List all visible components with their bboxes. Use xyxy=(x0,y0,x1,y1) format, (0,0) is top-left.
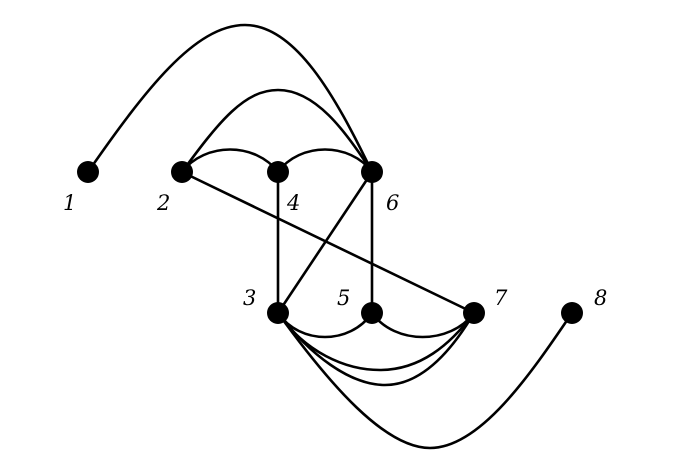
nodes-layer xyxy=(77,161,583,324)
node-label-4: 4 xyxy=(286,191,300,215)
edges-layer xyxy=(86,23,574,450)
edge-2-4 xyxy=(180,148,280,174)
node-label-3: 3 xyxy=(243,286,256,310)
node-label-5: 5 xyxy=(337,286,350,310)
edge-5-7 xyxy=(370,311,476,339)
edge-3-8 xyxy=(276,311,574,450)
node-1 xyxy=(77,161,99,183)
node-label-8: 8 xyxy=(594,286,607,310)
edge-4-6 xyxy=(276,148,374,174)
node-2 xyxy=(171,161,193,183)
edge-2-7 xyxy=(180,170,476,315)
labels-layer: 1 2 4 6 3 5 7 8 xyxy=(63,191,607,310)
node-7 xyxy=(463,302,485,324)
node-label-7: 7 xyxy=(494,286,508,310)
node-label-6: 6 xyxy=(386,191,399,215)
edge-3-7-b xyxy=(276,311,476,387)
edge-1-6 xyxy=(86,23,374,174)
node-3 xyxy=(267,302,289,324)
node-5 xyxy=(361,302,383,324)
edge-2-6-arc xyxy=(180,88,374,174)
node-label-2: 2 xyxy=(156,191,170,215)
node-label-1: 1 xyxy=(63,191,76,215)
node-6 xyxy=(361,161,383,183)
node-4 xyxy=(267,161,289,183)
edge-6-3 xyxy=(276,170,374,315)
node-8 xyxy=(561,302,583,324)
